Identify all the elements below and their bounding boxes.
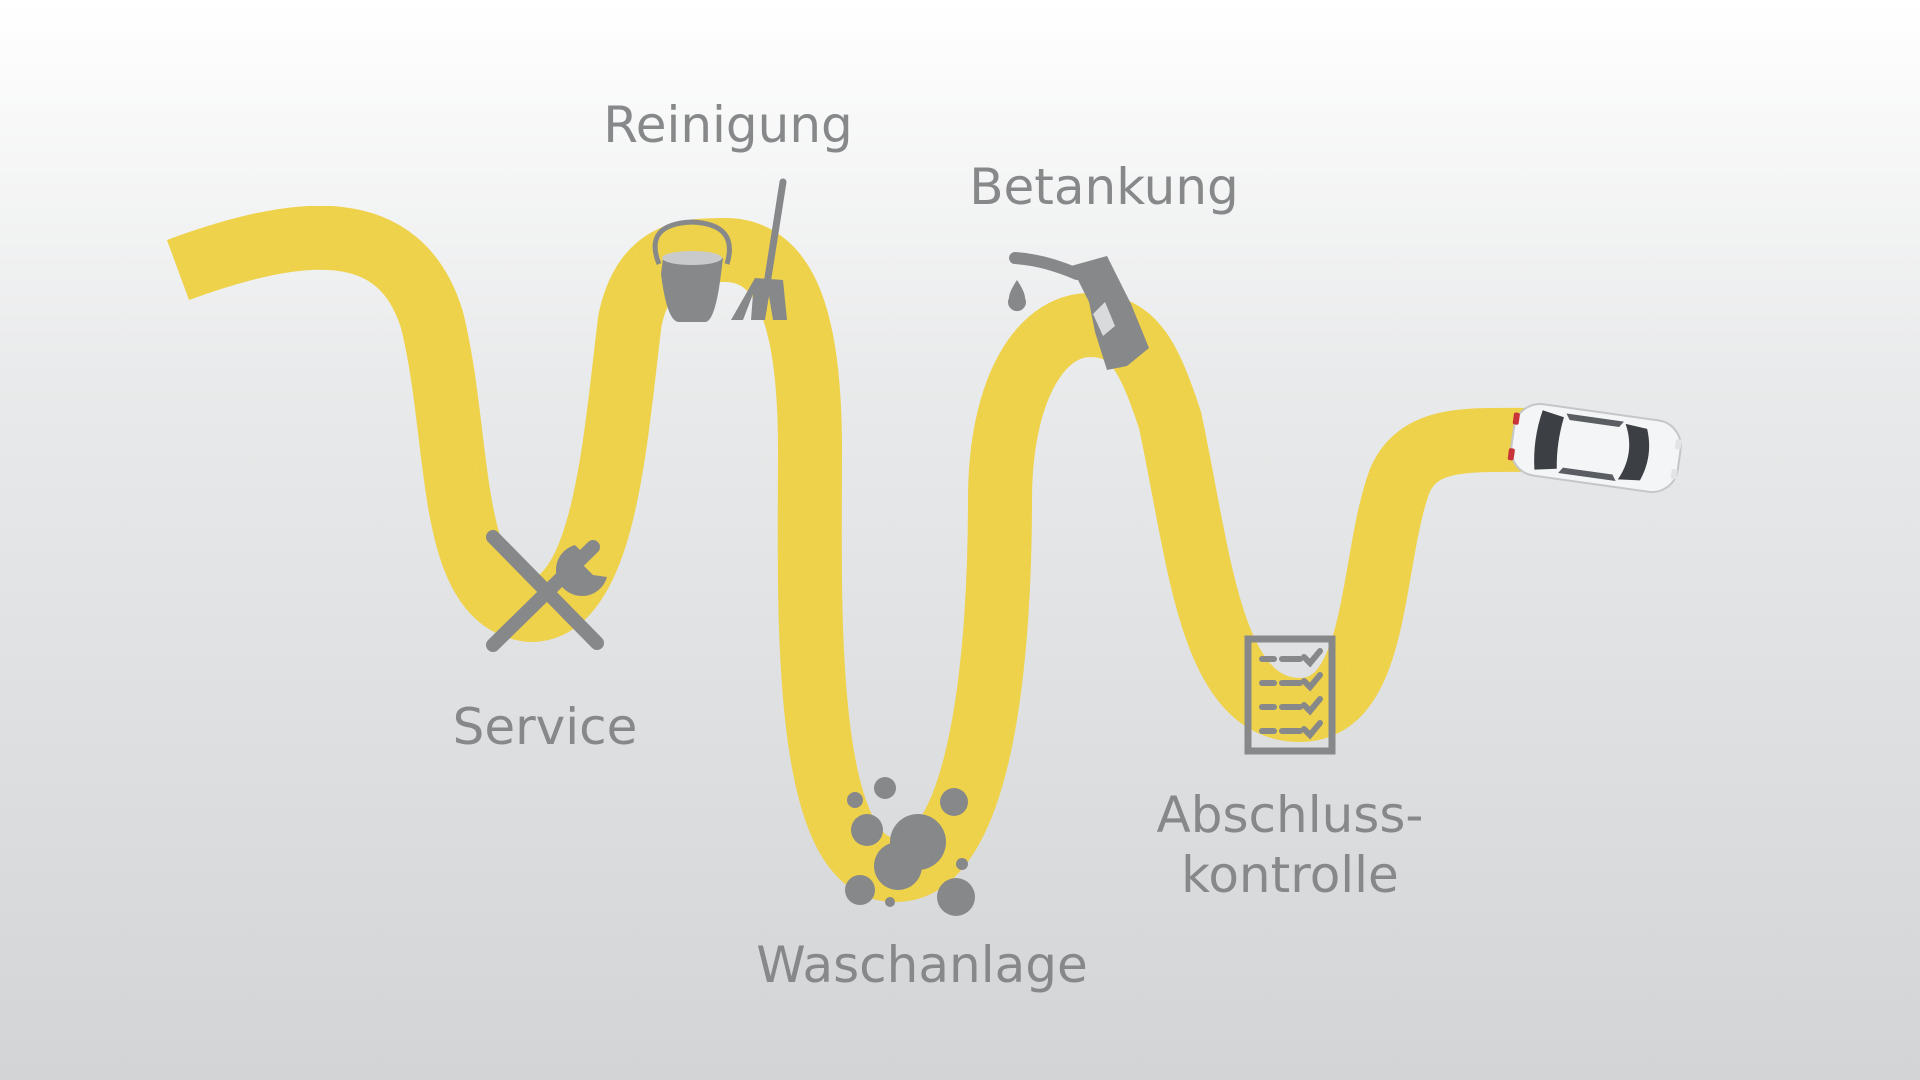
label-abschlusskontrolle-line1: Abschluss- [1157,786,1424,844]
bubbles-icon [845,777,975,916]
label-service: Service [453,698,638,756]
label-abschlusskontrolle-line2: kontrolle [1181,846,1399,904]
label-reinigung: Reinigung [603,96,853,154]
label-waschanlage: Waschanlage [756,936,1087,994]
label-betankung: Betankung [969,158,1239,216]
checklist-icon [1244,635,1336,755]
bucket-broom-icon [652,178,787,322]
wrench-screwdriver-icon [486,530,607,652]
car-icon [1507,403,1682,493]
fuel-nozzle-icon [1008,252,1149,370]
winding-road [166,205,1541,902]
